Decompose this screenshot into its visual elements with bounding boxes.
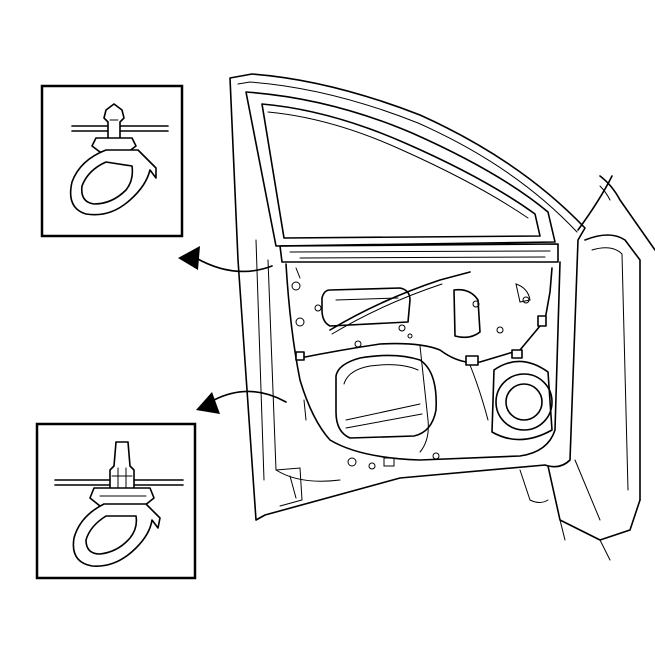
curved-arrow-icon — [178, 246, 273, 273]
door-inner-panel — [229, 73, 586, 521]
speaker-inner — [505, 383, 543, 421]
vehicle-body — [519, 175, 655, 561]
speaker-outer — [495, 373, 553, 431]
clip-lower-detail — [35, 422, 197, 580]
clip-upper-detail — [40, 84, 184, 238]
curved-arrow-icon — [196, 390, 287, 414]
